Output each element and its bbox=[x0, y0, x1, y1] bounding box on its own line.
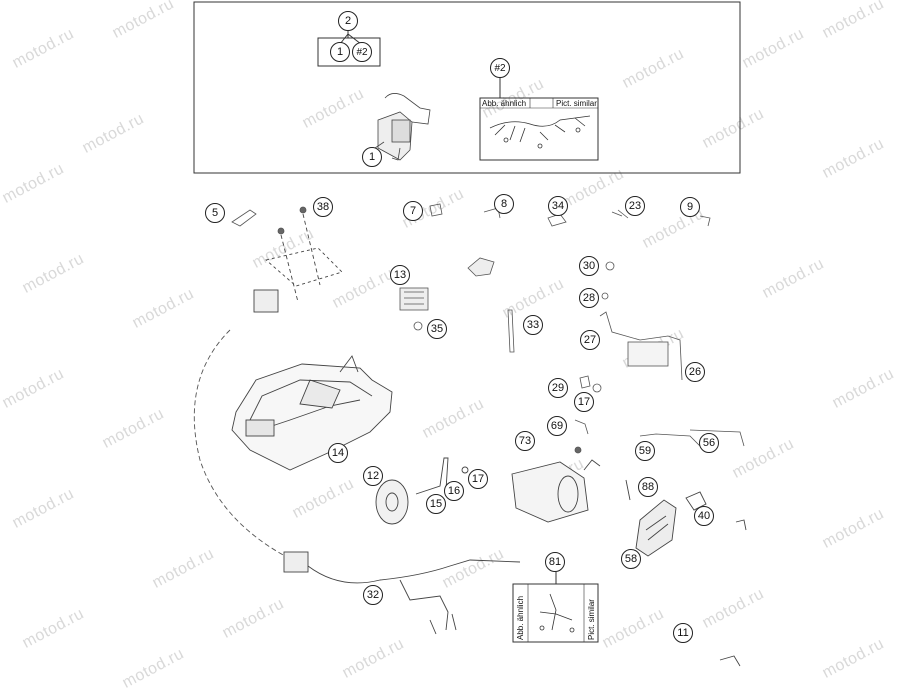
cable-route bbox=[193, 329, 286, 557]
callout-14[interactable]: 14 bbox=[328, 443, 348, 463]
callout-16[interactable]: 16 bbox=[444, 481, 464, 501]
callout-59[interactable]: 59 bbox=[635, 441, 655, 461]
callout-15[interactable]: 15 bbox=[426, 494, 446, 514]
assembly-frame bbox=[193, 1, 741, 174]
callout-88[interactable]: 88 bbox=[638, 477, 658, 497]
pict-similar-label-en: Pict. similar bbox=[556, 99, 597, 108]
callout-1[interactable]: 1 bbox=[362, 147, 382, 167]
callout-12[interactable]: 12 bbox=[363, 466, 383, 486]
callout-58[interactable]: 58 bbox=[621, 549, 641, 569]
callout-33[interactable]: 33 bbox=[523, 315, 543, 335]
small-parts bbox=[231, 203, 745, 454]
harness-drawing-top bbox=[489, 115, 591, 149]
callout-32[interactable]: 32 bbox=[363, 585, 383, 605]
callout-56[interactable]: 56 bbox=[699, 433, 719, 453]
callout-27[interactable]: 27 bbox=[580, 330, 600, 350]
callout-8[interactable]: 8 bbox=[494, 194, 514, 214]
callout-17-upper[interactable]: 17 bbox=[574, 392, 594, 412]
pict-similar-label-de: Abb. ähnlich bbox=[482, 99, 527, 108]
callout-13[interactable]: 13 bbox=[390, 265, 410, 285]
harness-drawing-bottom bbox=[283, 551, 521, 635]
similar-box-top bbox=[479, 97, 599, 161]
pict-similar-label-de-vertical: Abb. ähnlich bbox=[516, 595, 525, 640]
kit-box bbox=[317, 37, 381, 67]
callout-35[interactable]: 35 bbox=[427, 319, 447, 339]
callout-73[interactable]: 73 bbox=[515, 431, 535, 451]
callout-30[interactable]: 30 bbox=[579, 256, 599, 276]
callout-40[interactable]: 40 bbox=[694, 506, 714, 526]
callout-69[interactable]: 69 bbox=[547, 416, 567, 436]
callout-26[interactable]: 26 bbox=[685, 362, 705, 382]
callout-9[interactable]: 9 bbox=[680, 197, 700, 217]
callout-29[interactable]: 29 bbox=[548, 378, 568, 398]
starter-motor-drawing bbox=[375, 457, 601, 525]
callout-38[interactable]: 38 bbox=[313, 197, 333, 217]
callout-34[interactable]: 34 bbox=[548, 196, 568, 216]
callout-17-lower[interactable]: 17 bbox=[468, 469, 488, 489]
callout-5[interactable]: 5 bbox=[205, 203, 225, 223]
callout-28[interactable]: 28 bbox=[579, 288, 599, 308]
regulator-drawing bbox=[625, 479, 747, 667]
callout-11[interactable]: 11 bbox=[673, 623, 693, 643]
callout-2[interactable]: 2 bbox=[338, 11, 358, 31]
callout-7[interactable]: 7 bbox=[403, 201, 423, 221]
callout-2-harness[interactable]: #2 bbox=[490, 58, 510, 78]
callout-81[interactable]: 81 bbox=[545, 552, 565, 572]
callout-2-kit[interactable]: #2 bbox=[352, 42, 372, 62]
pict-similar-label-en-vertical: Pict. similar bbox=[587, 599, 596, 640]
harness-drawing-box bbox=[539, 593, 575, 633]
control-unit-drawing bbox=[371, 93, 431, 161]
callout-1-kit[interactable]: 1 bbox=[330, 42, 350, 62]
callout-23[interactable]: 23 bbox=[625, 196, 645, 216]
frame-bracket-drawing bbox=[231, 213, 393, 471]
